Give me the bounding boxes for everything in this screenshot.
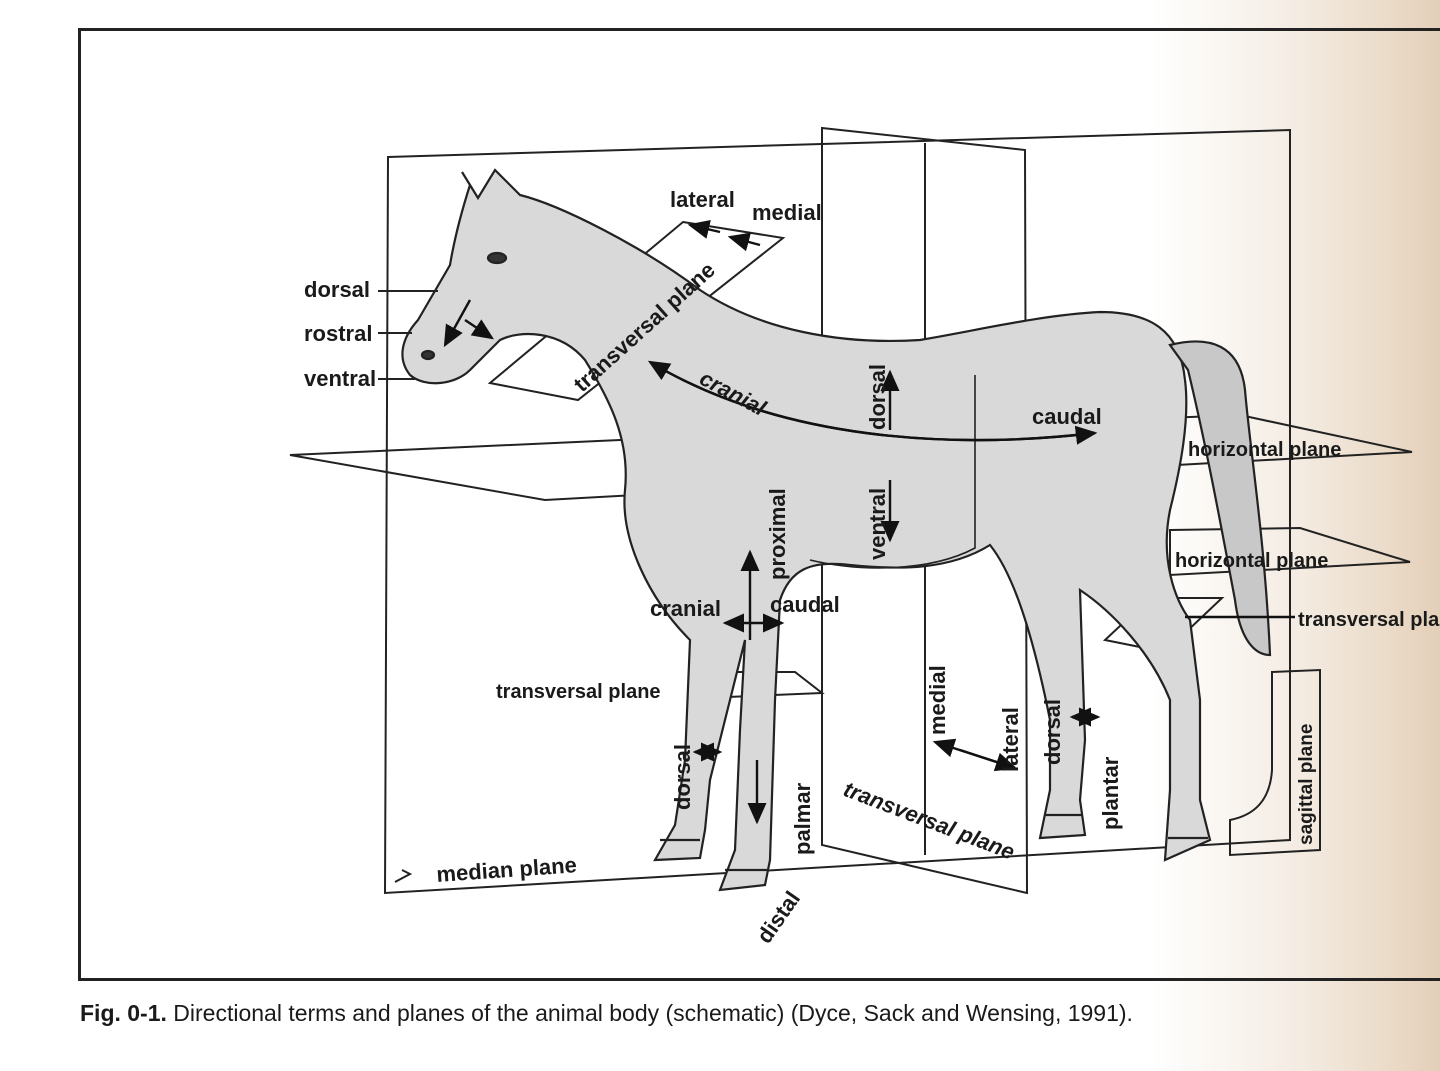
label-median-plane: median plane — [436, 852, 578, 887]
label-lateral-top: lateral — [670, 187, 735, 212]
label-dorsal-head: dorsal — [304, 277, 370, 302]
figure-caption: Fig. 0-1. Directional terms and planes o… — [80, 1000, 1420, 1027]
label-lateral-low: lateral — [998, 707, 1023, 772]
label-horizontal-plane-upper: horizontal plane — [1188, 439, 1341, 461]
label-sagittal-plane: sagittal plane — [1296, 724, 1317, 845]
label-horizontal-plane-lower: horizontal plane — [1175, 550, 1328, 572]
label-caudal-body: caudal — [1032, 404, 1102, 429]
direction-arrows — [443, 220, 1295, 825]
label-medial-low: medial — [925, 665, 950, 735]
label-transversal-plane-hind: transversal pla — [1298, 609, 1440, 631]
label-medial-top: medial — [752, 200, 822, 225]
label-plantar: plantar — [1098, 756, 1123, 830]
label-distal: distal — [752, 886, 805, 947]
sagittal-plane-box — [1229, 668, 1321, 857]
label-cranial-leg: cranial — [650, 596, 721, 621]
median-plane-mark — [394, 869, 413, 883]
label-palmar: palmar — [790, 782, 815, 855]
label-dorsal-hind: dorsal — [1040, 699, 1065, 765]
median-plane — [383, 128, 1291, 895]
label-caudal-leg: caudal — [770, 592, 840, 617]
label-ventral-body: ventral — [865, 488, 890, 560]
caption-label: Fig. 0-1. — [80, 1000, 167, 1026]
horizontal-plane-body — [289, 413, 1413, 502]
head-pointer-lines — [378, 290, 438, 380]
label-dorsal-body: dorsal — [865, 364, 890, 430]
label-ventral-head: ventral — [304, 366, 376, 391]
label-proximal: proximal — [765, 488, 790, 580]
label-dorsal-fore: dorsal — [670, 744, 695, 810]
label-transversal-plane-fore: transversal plane — [496, 681, 661, 703]
horse-figure — [401, 168, 1272, 892]
caption-text: Directional terms and planes of the anim… — [166, 1000, 1133, 1026]
figure-frame — [78, 28, 1440, 981]
label-rostral: rostral — [304, 321, 372, 346]
label-transversal-plane-bottom: transversal plane — [840, 776, 1018, 864]
